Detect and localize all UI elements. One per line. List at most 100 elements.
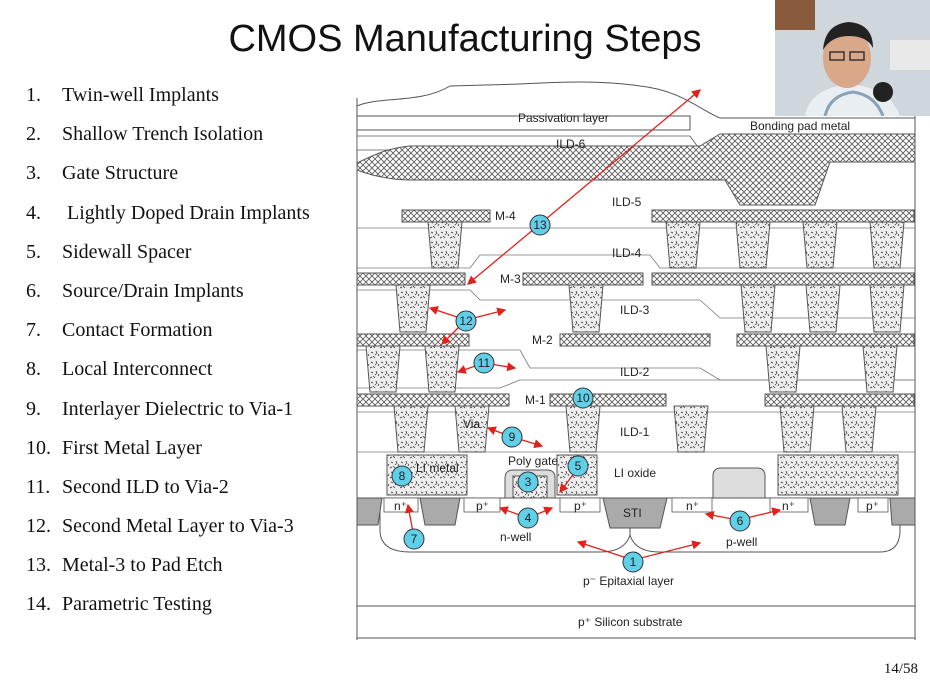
p-plus-label: p⁺ [866, 499, 879, 513]
passivation-label: Passivation layer [518, 111, 609, 125]
li-oxide-label: LI oxide [614, 466, 656, 480]
step-text: Metal-3 to Pad Etch [62, 554, 223, 577]
substrate-label: p⁺ Silicon substrate [578, 615, 683, 629]
step-text: Shallow Trench Isolation [62, 123, 264, 146]
step-text: Second Metal Layer to Via-3 [62, 515, 294, 538]
poly-gate-label: Poly gate [508, 454, 558, 468]
step-item: 8. Local Interconnect [26, 354, 310, 393]
diagram-labels: Passivation layer Bonding pad metal ILD-… [394, 111, 879, 629]
step-item: 12.Second Metal Layer to Via-3 [26, 511, 310, 550]
m2-label: M-2 [532, 333, 553, 347]
step-text: Gate Structure [62, 162, 179, 185]
m1-label: M-1 [525, 393, 546, 407]
sti-label: STI [623, 506, 642, 520]
step-item: 11.Second ILD to Via-2 [26, 472, 310, 511]
p-plus-label: p⁺ [574, 499, 587, 513]
ild6-label: ILD-6 [556, 137, 586, 151]
step-text: Interlayer Dielectric to Via-1 [62, 397, 294, 420]
svg-text:6: 6 [737, 514, 744, 528]
step-number: 14. [26, 593, 51, 616]
bonding-pad-label: Bonding pad metal [750, 119, 850, 133]
step-text: Second ILD to Via-2 [62, 475, 229, 498]
svg-text:1: 1 [630, 555, 637, 569]
step-markers: 1 3 4 5 6 7 8 9 [391, 214, 751, 573]
step-item: 9. Interlayer Dielectric to Via-1 [26, 394, 310, 433]
step-number: 3. [26, 162, 41, 185]
step-item: 10.First Metal Layer [26, 433, 310, 472]
svg-text:7: 7 [411, 532, 418, 546]
step-number: 9. [26, 397, 41, 420]
n-plus-label: n⁺ [686, 499, 699, 513]
step-number: 7. [26, 319, 41, 342]
p-well-label: p-well [726, 535, 757, 549]
presenter-image [775, 0, 930, 116]
svg-text:10: 10 [576, 391, 590, 405]
vias [365, 221, 905, 453]
svg-text:9: 9 [509, 430, 516, 444]
m4-label: M-4 [495, 209, 516, 223]
svg-text:5: 5 [575, 459, 582, 473]
step-number: 4. [26, 201, 41, 224]
step-number: 13. [26, 554, 51, 577]
step-item: 6. Source/Drain Implants [26, 276, 310, 315]
step-item: 4. Lightly Doped Drain Implants [26, 198, 310, 237]
marker-3: 3 [517, 471, 539, 493]
step-item: 2.Shallow Trench Isolation [26, 119, 310, 158]
svg-text:11: 11 [478, 356, 491, 370]
n-plus-label: n⁺ [394, 499, 407, 513]
ild4-label: ILD-4 [612, 246, 642, 260]
n-plus-label: n⁺ [782, 499, 795, 513]
metal-2-layer [356, 333, 915, 347]
marker-5: 5 [567, 455, 589, 477]
marker-8: 8 [391, 465, 413, 487]
step-number: 5. [26, 240, 41, 263]
presenter-webcam [775, 0, 930, 116]
step-item: 1. Twin-well Implants [26, 80, 310, 119]
step-text: Source/Drain Implants [62, 279, 244, 302]
step-item: 13. Metal-3 to Pad Etch [26, 550, 310, 589]
marker-12: 12 [455, 310, 477, 332]
epi-layer-label: p⁻ Epitaxial layer [583, 574, 674, 588]
ild5-label: ILD-5 [612, 195, 642, 209]
ild6-hatched-layer [356, 133, 916, 206]
via-label: Via [463, 417, 480, 431]
step-item: 3. Gate Structure [26, 158, 310, 197]
step-number: 1. [26, 84, 41, 106]
ild2-label: ILD-2 [620, 365, 650, 379]
step-number: 6. [26, 279, 41, 302]
marker-4: 4 [517, 507, 539, 529]
step-item: 14. Parametric Testing [26, 589, 310, 628]
svg-text:13: 13 [533, 218, 547, 232]
steps-list: 1. Twin-well Implants 2.Shallow Trench Is… [26, 80, 310, 629]
metal-4-layer [401, 209, 915, 223]
svg-text:8: 8 [399, 469, 406, 483]
step-text: Parametric Testing [62, 593, 212, 616]
step-text: Lightly Doped Drain Implants [62, 201, 310, 224]
step-number: 8. [26, 358, 41, 381]
step-item: 7. Contact Formation [26, 315, 310, 354]
marker-9: 9 [501, 426, 523, 448]
marker-1: 1 [622, 551, 644, 573]
sti-trenches [356, 497, 916, 529]
marker-13: 13 [529, 214, 551, 236]
slide-title: CMOS Manufacturing Steps [228, 18, 702, 60]
marker-6: 6 [729, 510, 751, 532]
step-text: Local Interconnect [62, 358, 213, 381]
marker-11: 11 [473, 352, 495, 374]
diffusion-regions [383, 497, 889, 513]
svg-text:12: 12 [459, 314, 473, 328]
m3-label: M-3 [500, 272, 521, 286]
step-text: Twin-well Implants [62, 84, 219, 106]
metal-1-layer [356, 393, 915, 407]
ild1-label: ILD-1 [620, 425, 650, 439]
step-text: First Metal Layer [62, 436, 202, 459]
marker-10: 10 [572, 387, 594, 409]
ild3-label: ILD-3 [620, 303, 650, 317]
marker-7: 7 [403, 528, 425, 550]
metal-3-layer [356, 272, 915, 286]
step-text: Sidewall Spacer [62, 240, 192, 263]
step-item: 5. Sidewall Spacer [26, 237, 310, 276]
step-text: Contact Formation [62, 319, 213, 342]
svg-text:4: 4 [525, 511, 532, 525]
